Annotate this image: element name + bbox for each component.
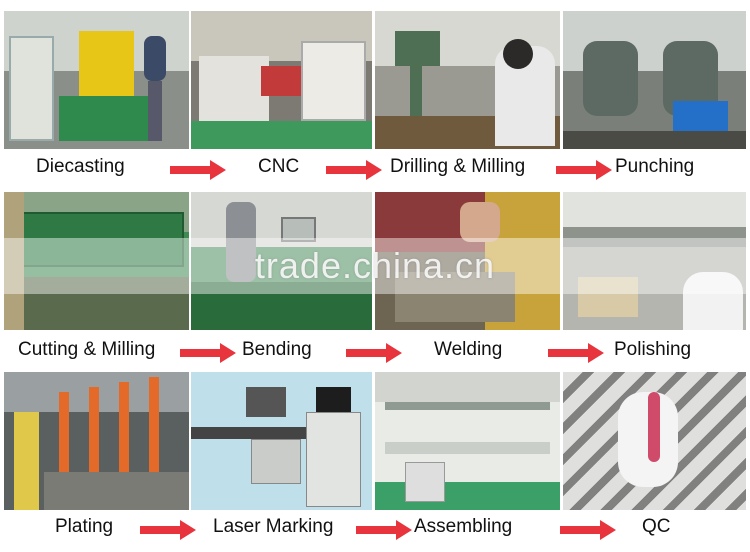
step-label-welding: Welding bbox=[434, 339, 503, 360]
photo-polishing bbox=[563, 192, 746, 330]
step-label-drilling-milling: Drilling & Milling bbox=[390, 156, 526, 177]
arrow-right-icon bbox=[140, 520, 196, 540]
photo-welding bbox=[375, 192, 560, 330]
arrow-right-icon bbox=[326, 160, 382, 180]
arrow-right-icon bbox=[560, 520, 616, 540]
arrow-right-icon bbox=[346, 343, 402, 363]
photo-cutting-milling bbox=[4, 192, 189, 330]
arrow-right-icon bbox=[180, 343, 236, 363]
arrow-right-icon bbox=[356, 520, 412, 540]
step-label-punching: Punching bbox=[615, 156, 695, 177]
photo-cnc bbox=[191, 11, 372, 149]
photo-bending bbox=[191, 192, 372, 330]
step-label-laser-marking: Laser Marking bbox=[213, 516, 334, 537]
step-label-assembling: Assembling bbox=[414, 516, 513, 537]
watermark: trade.china.cn bbox=[0, 238, 750, 294]
photo-qc bbox=[563, 372, 746, 510]
step-label-qc: QC bbox=[642, 516, 671, 537]
photo-assembling bbox=[375, 372, 560, 510]
photo-plating bbox=[4, 372, 189, 510]
photo-diecasting bbox=[4, 11, 189, 149]
arrow-right-icon bbox=[556, 160, 612, 180]
step-label-cutting-milling: Cutting & Milling bbox=[18, 339, 156, 360]
photo-laser-marking bbox=[191, 372, 372, 510]
step-label-plating: Plating bbox=[55, 516, 114, 537]
step-label-cnc: CNC bbox=[258, 156, 300, 177]
step-label-polishing: Polishing bbox=[614, 339, 692, 360]
photo-punching bbox=[563, 11, 746, 149]
step-label-bending: Bending bbox=[242, 339, 312, 360]
step-label-diecasting: Diecasting bbox=[36, 156, 125, 177]
photo-drilling-milling bbox=[375, 11, 560, 149]
arrow-right-icon bbox=[548, 343, 604, 363]
arrow-right-icon bbox=[170, 160, 226, 180]
